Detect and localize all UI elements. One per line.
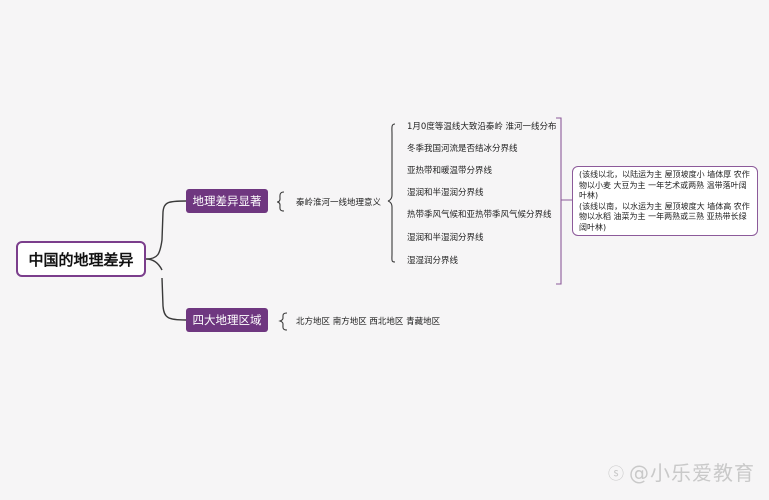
qinling-huaihe-node: 秦岭淮河一线地理意义 [296, 198, 382, 208]
item-text: 湿润和半湿润分界线 [407, 233, 484, 243]
note-box: (该线以北，以陆运为主 屋顶坡度小 墙体厚 农作物以小麦 大豆为主 一年艺术或两… [572, 166, 758, 236]
regions-list: 北方地区 南方地区 西北地区 青藏地区 [296, 317, 441, 327]
root-label: 中国的地理差异 [28, 250, 134, 269]
items-brace [387, 123, 396, 263]
root-node[interactable]: 中国的地理差异 [16, 241, 146, 277]
item-text: 亚热带和暖温带分界线 [407, 166, 493, 176]
watermark-text: @小乐爱教育 [629, 461, 755, 485]
note-north: (该线以北，以陆运为主 屋顶坡度小 墙体厚 农作物以小麦 大豆为主 一年艺术或两… [579, 170, 750, 200]
items-right-bracket [556, 117, 572, 285]
item-text: 冬季我国河流是否结冰分界线 [407, 144, 518, 154]
branch-node-differences[interactable]: 地理差异显著 [186, 189, 268, 213]
note-south: (该线以南，以水运为主 屋顶坡度大 墙体高 农作物以水稻 油菜为主 一年两熟或三… [579, 201, 750, 232]
branch-node-regions[interactable]: 四大地理区域 [186, 308, 268, 332]
item-text: 湿润和半湿润分界线 [407, 188, 484, 198]
item-text: 湿湿润分界线 [407, 256, 459, 266]
root-brace [145, 200, 187, 321]
weibo-like-icon: ⓢ [607, 463, 625, 483]
branch-label: 地理差异显著 [192, 194, 262, 208]
watermark: ⓢ @小乐爱教育 [608, 457, 755, 486]
item-text: 热带季风气候和亚热带季风气候分界线 [407, 210, 552, 220]
branch1-brace [276, 191, 285, 212]
branch-label: 四大地理区域 [192, 313, 262, 327]
branch2-brace [278, 312, 288, 331]
item-text: 1月0度等温线大致沿秦岭 淮河一线分布 [407, 122, 557, 132]
